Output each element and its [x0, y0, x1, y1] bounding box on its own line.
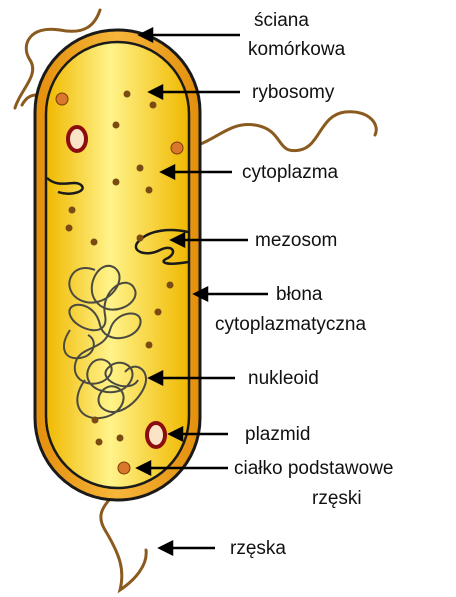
ribosome — [150, 102, 157, 109]
cytoplasm — [46, 42, 189, 488]
basal-body — [118, 462, 130, 474]
ribosome — [69, 207, 76, 214]
ribosome — [113, 122, 120, 129]
plasmid — [68, 127, 86, 151]
ribosome — [146, 187, 153, 194]
label-mesosome: mezosom — [255, 230, 337, 251]
label-cell-membrane-line2: cytoplazmatyczna — [215, 314, 366, 335]
label-cell-wall-line2: komórkowa — [248, 39, 346, 60]
label-plasmid: plazmid — [245, 424, 310, 445]
ribosome — [91, 239, 98, 246]
ribosome — [137, 235, 144, 242]
basal-body — [171, 142, 183, 154]
ribosome — [117, 435, 124, 442]
arrow-flagellum-head — [160, 542, 172, 554]
basal-body — [56, 93, 68, 105]
ribosome — [92, 417, 99, 424]
ribosome — [124, 91, 131, 98]
plasmid — [147, 423, 165, 447]
ribosome — [113, 179, 120, 186]
label-basal-body-line1: ciałko podstawowe — [234, 458, 393, 479]
label-ribosomes: rybosomy — [252, 82, 335, 103]
label-nucleoid: nukleoid — [248, 368, 319, 389]
ribosome — [167, 282, 174, 289]
ribosome — [66, 225, 73, 232]
label-flagellum: rzęska — [230, 538, 286, 559]
ribosome — [146, 342, 153, 349]
flagellum-right — [178, 112, 376, 151]
ribosome — [155, 309, 162, 316]
ribosome — [137, 165, 144, 172]
ribosome — [96, 439, 103, 446]
label-cytoplasm: cytoplazma — [242, 162, 339, 183]
label-cell-wall-line1: ściana — [254, 10, 309, 31]
label-basal-body-line2: rzęski — [312, 488, 362, 509]
label-cell-membrane-line1: błona — [276, 284, 323, 305]
